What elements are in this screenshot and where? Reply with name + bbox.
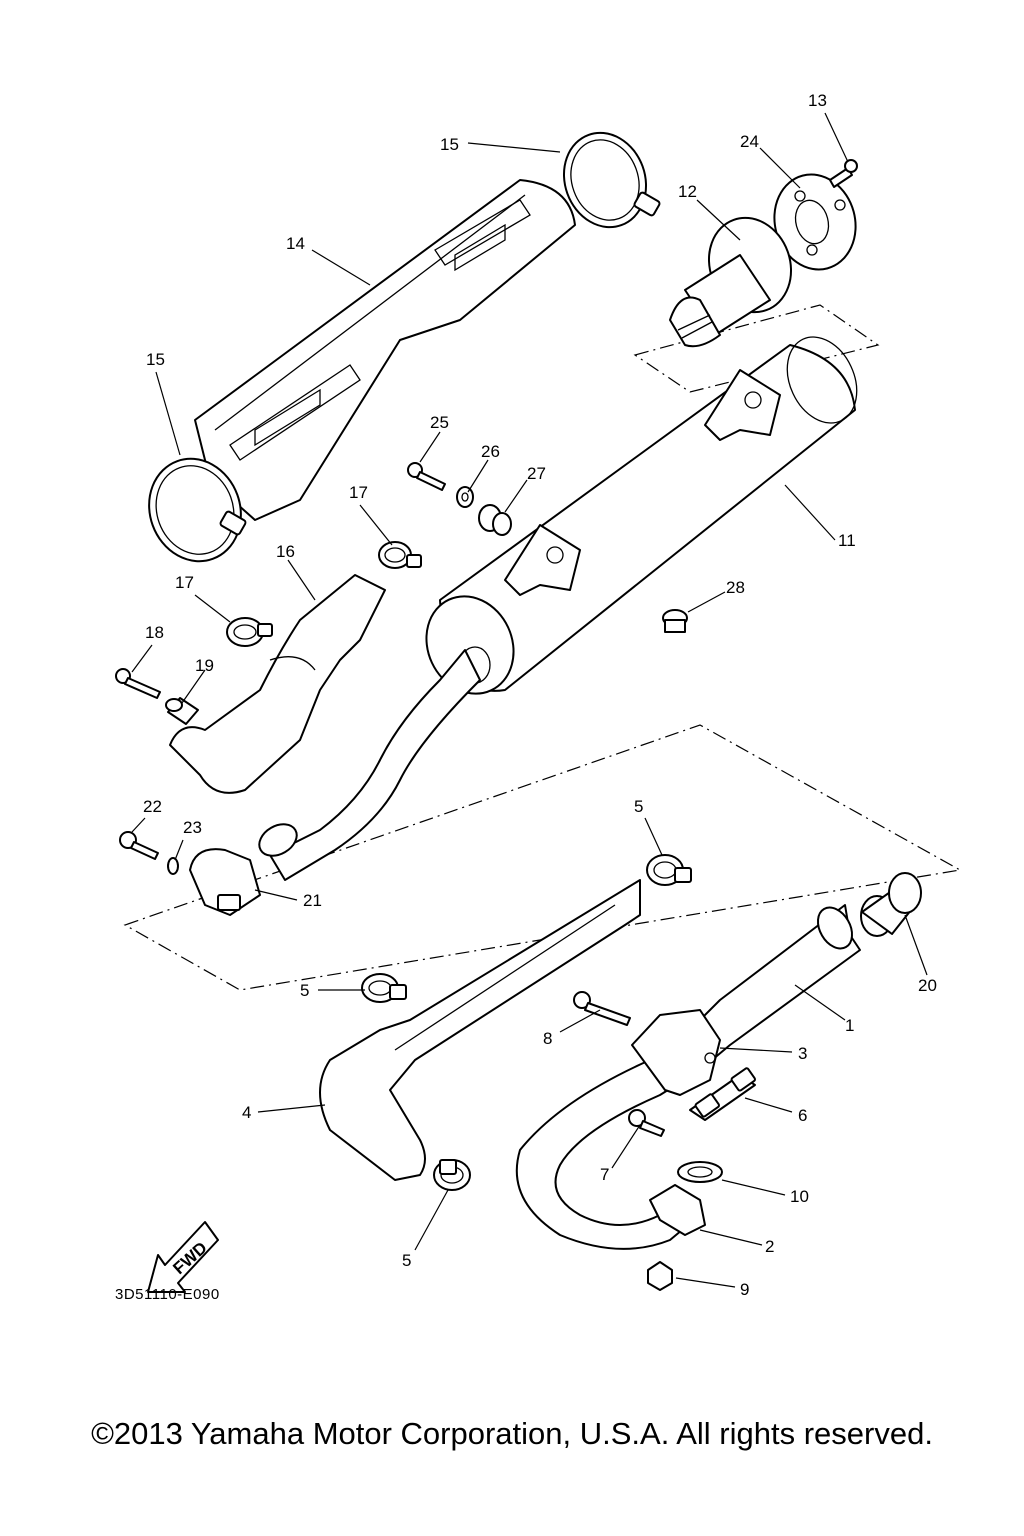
exhaust-pipe-protector [319, 879, 641, 1181]
callout-18: 18 [145, 623, 164, 642]
band-clamp-lower [148, 457, 247, 563]
callout-22: 22 [143, 797, 162, 816]
callout-5: 5 [634, 797, 643, 816]
callout-6: 6 [798, 1106, 807, 1125]
spark-arrester [669, 216, 793, 348]
leader-lines [131, 112, 928, 1288]
callout-28: 28 [726, 578, 745, 597]
callout-4: 4 [242, 1103, 251, 1122]
nut-plate-6 [689, 1067, 756, 1121]
washer-26 [456, 486, 474, 508]
callout-23: 23 [183, 818, 202, 837]
flange-2 [649, 1184, 706, 1236]
copyright-notice: ©2013 Yamaha Motor Corporation, U.S.A. A… [91, 1416, 933, 1451]
bolt-8 [573, 991, 631, 1026]
hose-clamp-17-lower [226, 617, 273, 647]
callout-2: 2 [765, 1237, 774, 1256]
collar-28 [662, 609, 688, 633]
callout-5: 5 [300, 981, 309, 1000]
callout-16: 16 [276, 542, 295, 561]
callout-13: 13 [808, 91, 827, 110]
gasket-10 [677, 1161, 723, 1183]
band-clamp-upper [562, 131, 661, 229]
pipe-bracket-3 [631, 1009, 721, 1096]
callout-15: 15 [146, 350, 165, 369]
callout-25: 25 [430, 413, 449, 432]
hose-clamp-17-upper [378, 541, 422, 569]
callout-17: 17 [175, 573, 194, 592]
callout-3: 3 [798, 1044, 807, 1063]
callout-21: 21 [303, 891, 322, 910]
muffler-inlet-pipe [258, 649, 481, 881]
group-outline-spark-arrester [633, 304, 880, 393]
callout-1: 1 [845, 1016, 854, 1035]
callout-5: 5 [402, 1251, 411, 1270]
callout-labels: 13 24 15 12 14 15 25 26 27 17 16 11 17 2… [143, 91, 937, 1299]
drawing-code: 3D51110-E090 [115, 1286, 220, 1303]
clamp-5-upper-right [646, 854, 692, 886]
callout-19: 19 [195, 656, 214, 675]
clamp-5-left [361, 973, 407, 1003]
callout-24: 24 [740, 132, 759, 151]
callout-8: 8 [543, 1029, 552, 1048]
callout-20: 20 [918, 976, 937, 995]
callout-15: 15 [440, 135, 459, 154]
callout-12: 12 [678, 182, 697, 201]
grommet-27 [478, 504, 512, 536]
bolt-7 [628, 1109, 665, 1137]
washer-23 [167, 857, 179, 875]
callout-17: 17 [349, 483, 368, 502]
gasket-20 [860, 872, 922, 937]
exhaust-joint-pipe [169, 574, 386, 794]
callout-7: 7 [600, 1165, 609, 1184]
clamp-21 [189, 848, 261, 916]
callout-10: 10 [790, 1187, 809, 1206]
callout-14: 14 [286, 234, 305, 253]
collar-19 [165, 697, 199, 725]
fwd-arrow-icon: FWD [147, 1221, 219, 1293]
clamp-5-bottom [433, 1159, 471, 1191]
callout-11: 11 [838, 531, 856, 550]
muffler-protector [194, 179, 576, 521]
muffler-end-cap [773, 173, 857, 271]
bolt-18 [115, 668, 161, 699]
cap-screw-13 [829, 159, 858, 188]
bolt-25 [407, 462, 446, 491]
callout-27: 27 [527, 464, 546, 483]
nut-9 [647, 1261, 673, 1291]
callout-9: 9 [740, 1280, 749, 1299]
bolt-22 [119, 831, 159, 860]
callout-26: 26 [481, 442, 500, 461]
